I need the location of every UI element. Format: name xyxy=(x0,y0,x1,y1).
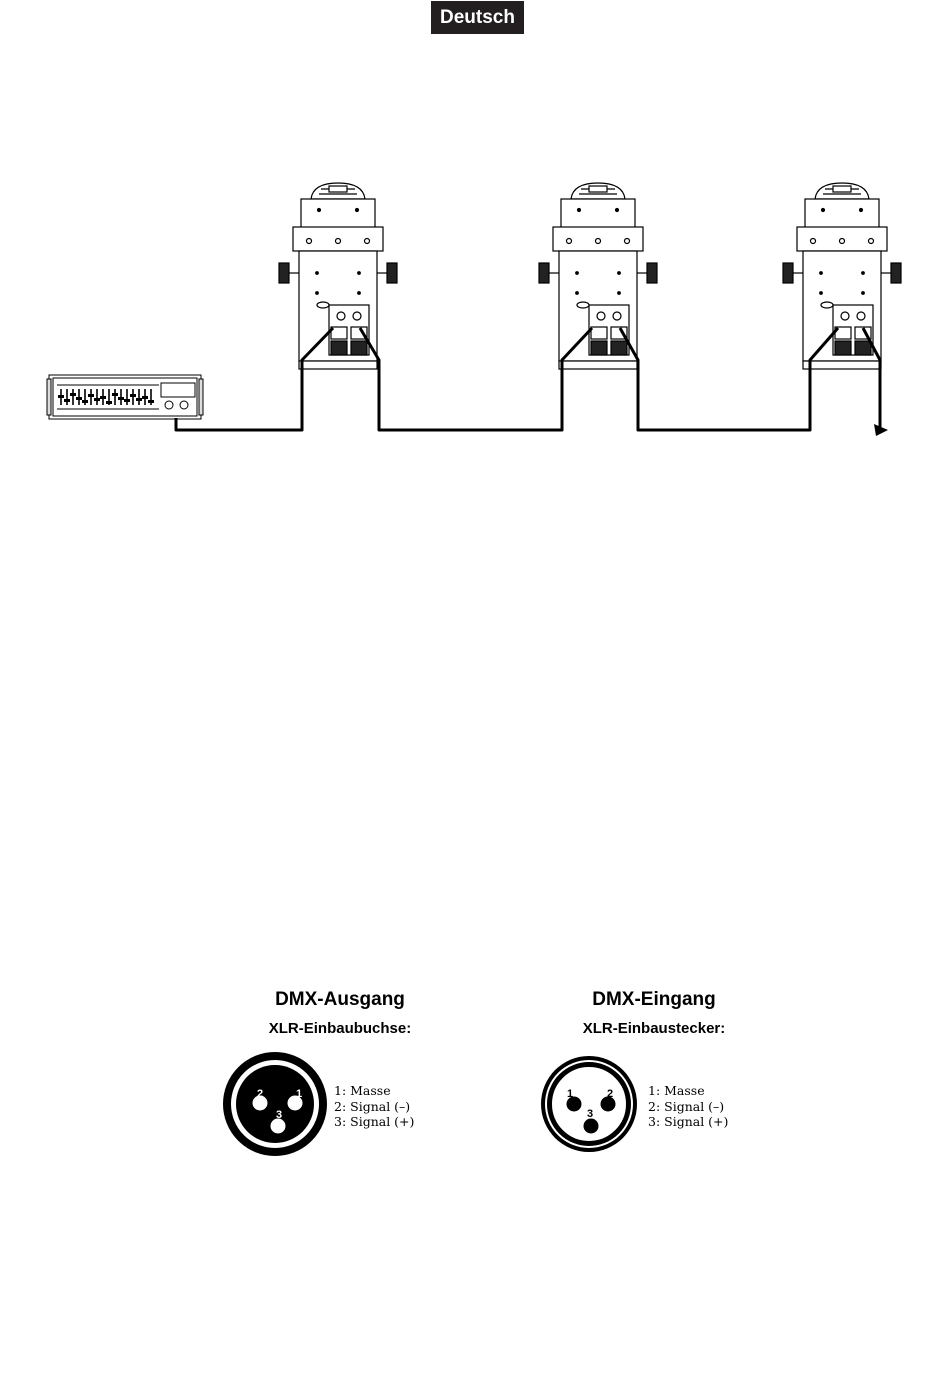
connector-title: DMX-Eingang xyxy=(534,989,774,1011)
pin-legend-3: 3: Signal (+) xyxy=(334,1114,414,1130)
dmx-cable-chain xyxy=(176,328,880,430)
language-badge: Deutsch xyxy=(431,1,524,34)
connector-subtitle: XLR-Einbaustecker: xyxy=(534,1020,774,1037)
connector-title: DMX-Ausgang xyxy=(220,989,460,1011)
pin-legend: 1: Masse 2: Signal (–) 3: Signal (+) xyxy=(648,1083,728,1130)
moving-head-fixture-icon-1 xyxy=(279,183,397,369)
connector-subtitle: XLR-Einbaubuchse: xyxy=(220,1020,460,1037)
xlr-input-block: DMX-Eingang XLR-Einbaustecker: 1 2 3 1: … xyxy=(534,985,814,1165)
pin-legend-1: 1: Masse xyxy=(334,1083,414,1099)
pin-legend-2: 2: Signal (–) xyxy=(334,1099,414,1115)
pin-label-3: 3 xyxy=(276,1109,282,1121)
xlr-plug-icon: 1 2 3 xyxy=(534,1049,644,1159)
moving-head-fixture-icon-3 xyxy=(783,183,901,369)
pin-legend-1: 1: Masse xyxy=(648,1083,728,1099)
dmx-controller-icon xyxy=(47,375,203,419)
xlr-socket-icon: 2 1 3 xyxy=(220,1049,330,1159)
pin-label-2: 2 xyxy=(257,1088,263,1100)
pin-label-1: 1 xyxy=(296,1088,302,1100)
pin-legend-3: 3: Signal (+) xyxy=(648,1114,728,1130)
dmx-wiring-diagram xyxy=(0,170,950,450)
pin-legend-2: 2: Signal (–) xyxy=(648,1099,728,1115)
xlr-output-block: DMX-Ausgang XLR-Einbaubuchse: 2 1 3 1: M… xyxy=(220,985,500,1165)
pin-label-2: 2 xyxy=(607,1088,613,1100)
pin-legend: 1: Masse 2: Signal (–) 3: Signal (+) xyxy=(334,1083,414,1130)
pin-label-3: 3 xyxy=(587,1108,593,1120)
pin-label-1: 1 xyxy=(567,1088,573,1100)
moving-head-fixture-icon-2 xyxy=(539,183,657,369)
